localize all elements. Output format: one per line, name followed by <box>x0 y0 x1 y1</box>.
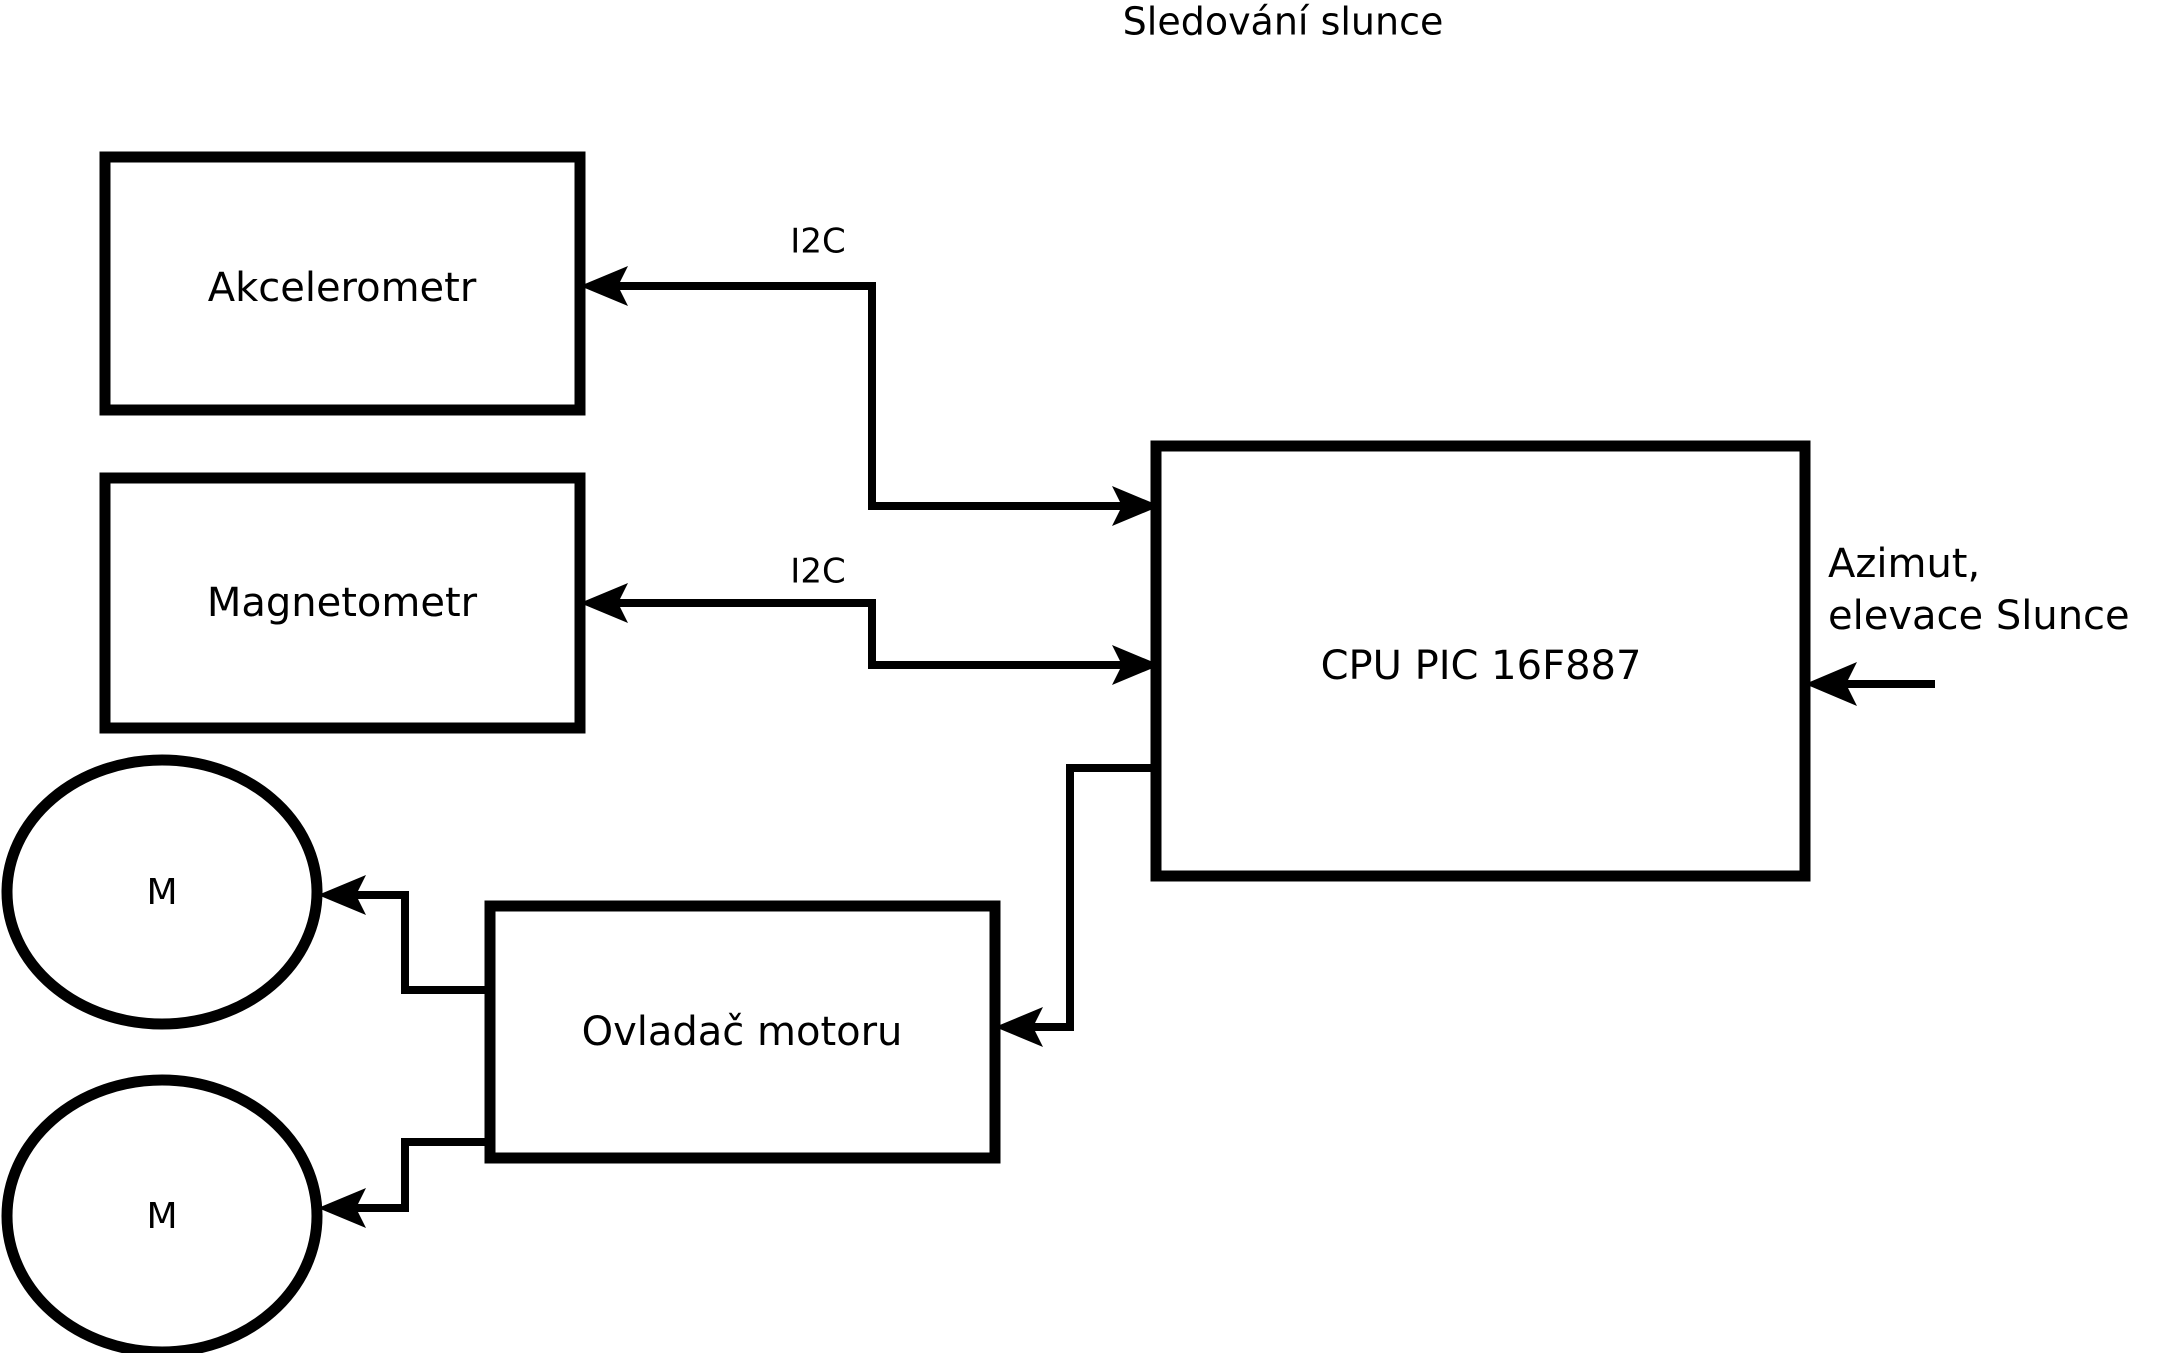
arrowhead-motor-driver-in <box>995 1007 1043 1047</box>
motor-bottom-circle <box>1 1074 323 1353</box>
arrowhead-motor-top-in <box>318 875 366 915</box>
edge-motor-driver-to-motor-bottom <box>318 1138 492 1228</box>
magnetometer-label: Magnetometr <box>207 580 478 626</box>
motor-bottom-label: M <box>146 1196 177 1237</box>
motor-top-label: M <box>146 872 177 913</box>
cpu-label: CPU PIC 16F887 <box>1321 643 1642 689</box>
edge-accelerometer-to-cpu <box>868 286 1160 526</box>
i2c-label-magnetometer: I2C <box>790 552 845 592</box>
arrowhead-accelerometer-in <box>580 266 628 306</box>
block-motor-driver[interactable]: Ovladač motoru <box>484 900 1001 1164</box>
edge-external-input-to-cpu: Azimut, elevace Slunce <box>1805 541 2130 706</box>
edge-cpu-to-accelerometer-line <box>610 282 876 506</box>
edge-cpu-to-motor-driver-line <box>1030 764 1160 1031</box>
edge-cpu-to-magnetometer-line <box>610 599 876 665</box>
edge-accelerometer-to-cpu-line <box>868 286 1126 510</box>
block-magnetometer[interactable]: Magnetometr <box>99 472 586 734</box>
motor-driver-label: Ovladač motoru <box>582 1009 903 1055</box>
block-motor-top[interactable]: M <box>1 754 323 1030</box>
external-input-label-line1: Azimut, <box>1828 541 1980 587</box>
edge-magnetometer-to-cpu-line <box>868 603 1126 669</box>
edge-motor-driver-to-motor-top <box>318 875 492 994</box>
accelerometer-box <box>99 151 586 416</box>
edge-motor-driver-to-motor-bottom-line <box>355 1138 492 1212</box>
edge-motor-driver-to-motor-top-line <box>355 891 492 994</box>
block-cpu[interactable]: CPU PIC 16F887 <box>1150 440 1811 882</box>
arrowhead-magnetometer-in <box>580 583 628 623</box>
motor-driver-box <box>484 900 1001 1164</box>
cpu-box <box>1150 440 1811 882</box>
edge-magnetometer-to-cpu <box>868 603 1160 685</box>
accelerometer-label: Akcelerometr <box>208 265 477 311</box>
arrowhead-cpu-external-in <box>1805 662 1857 706</box>
i2c-label-accelerometer: I2C <box>790 222 845 262</box>
arrowhead-cpu-in-magnetometer <box>1112 645 1160 685</box>
block-accelerometer[interactable]: Akcelerometr <box>99 151 586 416</box>
arrowhead-motor-bottom-in <box>318 1188 366 1228</box>
edge-cpu-to-magnetometer <box>580 583 876 665</box>
magnetometer-box <box>99 472 586 734</box>
motor-top-circle <box>1 754 323 1030</box>
external-input-label-line2: elevace Slunce <box>1828 593 2130 639</box>
arrowhead-cpu-in-accelerometer <box>1112 486 1160 526</box>
page-title: Sledování slunce <box>1123 0 1444 44</box>
block-motor-bottom[interactable]: M <box>1 1074 323 1353</box>
edge-cpu-to-accelerometer <box>580 266 876 506</box>
edge-cpu-to-motor-driver <box>995 764 1160 1047</box>
